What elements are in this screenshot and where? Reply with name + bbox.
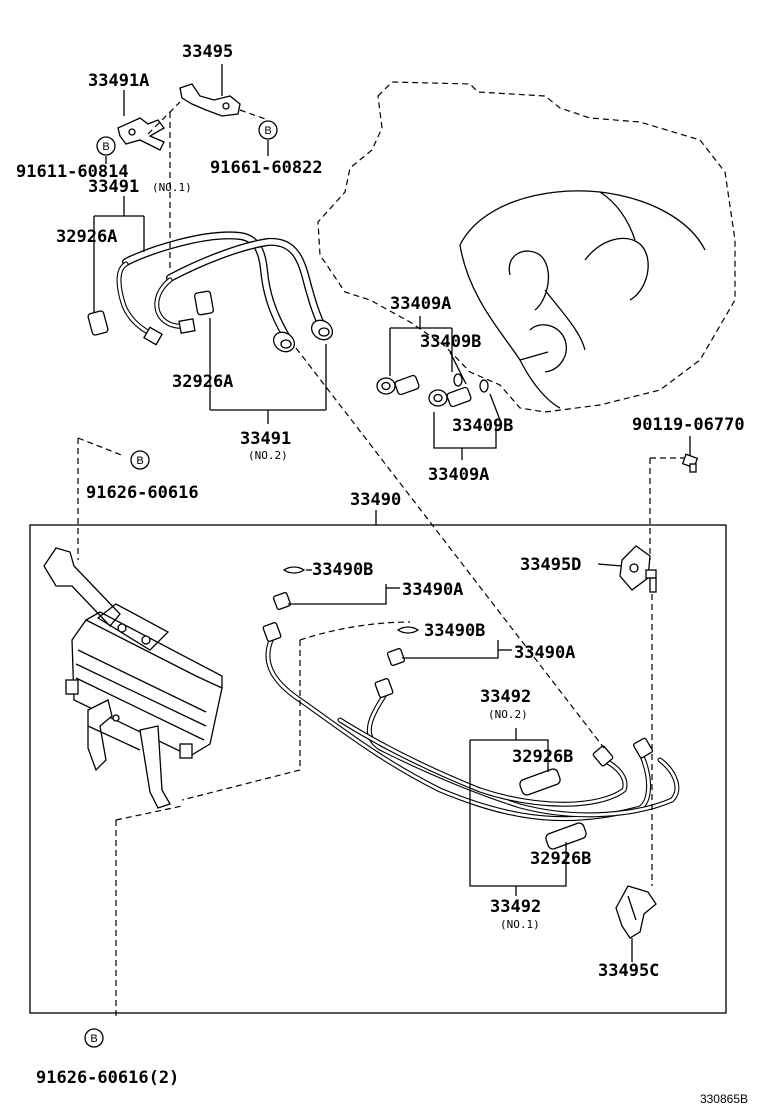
label-32926a-top: 32926A (56, 227, 117, 247)
label-33495: 33495 (182, 42, 233, 62)
label-33492-no2: 33492 (480, 687, 531, 707)
hose-33492 (519, 768, 587, 850)
oil-cooler (43, 547, 223, 809)
b-markers: B B B B (84, 120, 278, 1048)
label-91611-60814: 91611-60814 (16, 162, 129, 182)
clamp-32926a (87, 290, 214, 336)
label-33492-no1: 33492 (490, 897, 541, 917)
label-33490b-2: 33490B (424, 621, 485, 641)
pipe-fittings (262, 591, 653, 767)
transmission-outline (317, 81, 736, 413)
bracket-33495 (179, 83, 241, 117)
bracket-33495d (619, 545, 657, 593)
label-33491-no2-sub: (NO.2) (248, 449, 288, 462)
label-90119-06770: 90119-06770 (632, 415, 745, 435)
b-marker-3 (130, 450, 150, 470)
label-33409b-top: 33409B (420, 332, 481, 352)
reference-lines (77, 101, 684, 1020)
label-33490: 33490 (350, 490, 401, 510)
hose-end-fittings (272, 319, 334, 353)
b-marker-4-text: B (90, 1033, 97, 1045)
hose-33491-no2 (154, 237, 326, 334)
b-marker-1-text: B (102, 141, 109, 153)
label-33492-no1-sub: (NO.1) (500, 918, 540, 931)
label-33495c: 33495C (598, 961, 659, 981)
bolt-90119-06770 (681, 453, 699, 473)
label-33409b-bot: 33409B (452, 416, 513, 436)
label-91626-60616-2: 91626-60616(2) (36, 1068, 179, 1088)
figure-code: 330865B (700, 1092, 748, 1106)
b-marker-2-text: B (264, 125, 271, 137)
label-33491-no1-sub: (NO.1) (152, 181, 192, 194)
label-33491-no2: 33491 (240, 429, 291, 449)
b-marker-1 (96, 136, 116, 156)
clips-33490b (282, 566, 420, 634)
assembly-box-33490 (29, 524, 727, 1014)
b-marker-4 (84, 1028, 104, 1048)
label-33409a-top: 33409A (390, 294, 451, 314)
label-33409a-bot: 33409A (428, 465, 489, 485)
bracket-33491a (117, 117, 165, 151)
label-33491-no1: 33491 (88, 177, 139, 197)
label-33490a-2: 33490A (514, 643, 575, 663)
label-33491a: 33491A (88, 71, 149, 91)
b-marker-2 (258, 120, 278, 140)
bracket-33495c (615, 885, 657, 939)
cooler-pipes (265, 635, 680, 822)
b-marker-3-text: B (136, 455, 143, 467)
label-33490b-1: 33490B (312, 560, 373, 580)
union-fittings-33409 (376, 373, 489, 408)
label-32926b-1: 32926B (512, 747, 573, 767)
leader-lines (93, 64, 691, 962)
label-32926a-mid: 32926A (172, 372, 233, 392)
label-91661-60822: 91661-60822 (210, 158, 323, 178)
label-32926b-2: 32926B (530, 849, 591, 869)
label-33490a-1: 33490A (402, 580, 463, 600)
label-91626-60616: 91626-60616 (86, 483, 199, 503)
label-33492-no2-sub: (NO.2) (488, 708, 528, 721)
label-33495d: 33495D (520, 555, 581, 575)
callout-labels: 33495 33491A 91611-60814 91661-60822 334… (16, 42, 748, 1106)
